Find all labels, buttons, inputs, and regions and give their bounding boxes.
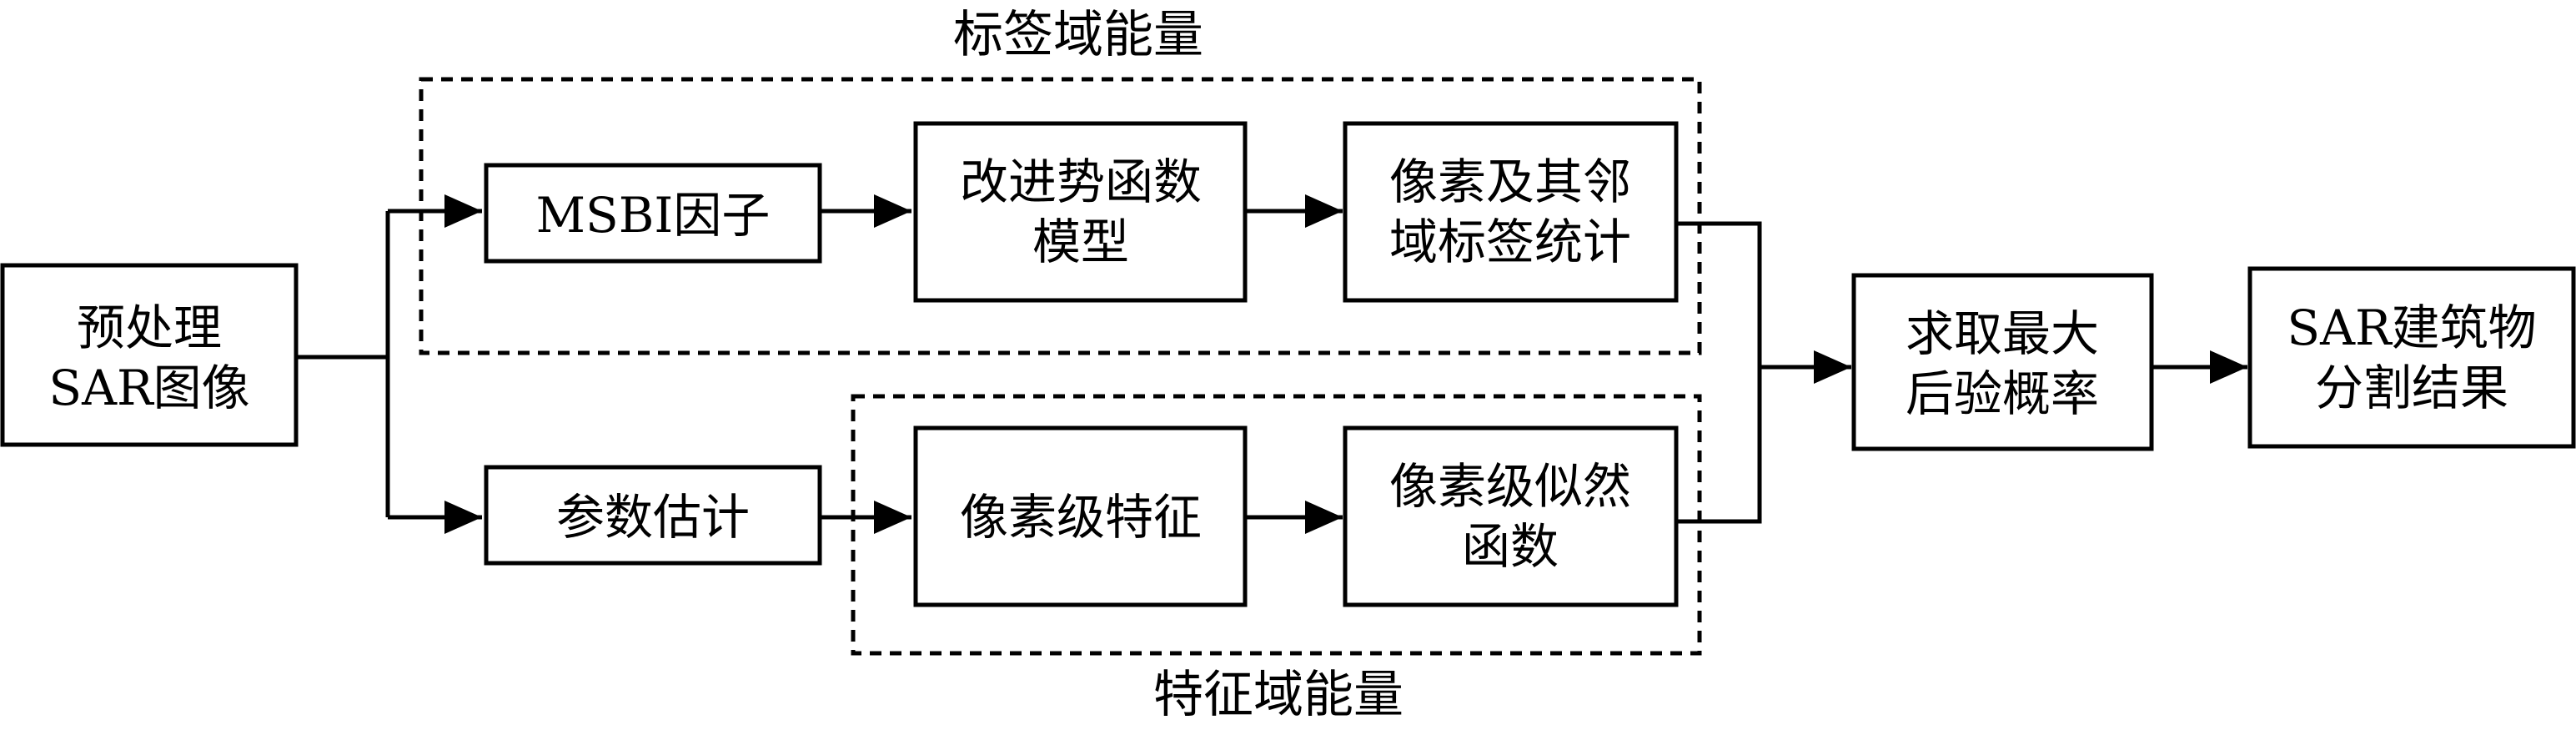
node-neighborhood-stats-line1: 像素及其邻: [1389, 154, 1631, 210]
node-preprocess-line1: 预处理: [77, 300, 222, 356]
node-pixel-features-label: 像素级特征: [960, 489, 1202, 546]
node-neighborhood-stats: 像素及其邻 域标签统计: [1343, 121, 1679, 303]
node-pixel-features: 像素级特征: [913, 425, 1248, 607]
node-likelihood: 像素级似然 函数: [1343, 425, 1679, 607]
node-neighborhood-stats-line2: 域标签统计: [1389, 214, 1631, 270]
label-energy-region: 标签域能量: [419, 6, 1702, 355]
node-likelihood-line2: 函数: [1462, 518, 1559, 575]
node-max-posterior: 求取最大 后验概率: [1851, 273, 2154, 451]
label-energy-title: 标签域能量: [953, 6, 1203, 64]
node-msbi: MSBI因子: [484, 163, 822, 264]
feature-energy-title: 特征域能量: [1153, 666, 1403, 724]
node-result-line1: SAR建筑物: [2287, 300, 2536, 356]
connectors: [296, 194, 2247, 534]
node-improved-potential-line1: 改进势函数: [960, 154, 1202, 210]
node-improved-potential: 改进势函数 模型: [913, 121, 1248, 303]
node-param-estimation-label: 参数估计: [556, 489, 750, 546]
node-result-line2: 分割结果: [2315, 360, 2508, 416]
node-max-posterior-line2: 后验概率: [1906, 365, 2099, 422]
node-likelihood-line1: 像素级似然: [1389, 458, 1631, 515]
node-result: SAR建筑物 分割结果: [2247, 266, 2576, 449]
node-preprocess: 预处理 SAR图像: [0, 263, 299, 447]
node-param-estimation: 参数估计: [484, 465, 822, 566]
node-preprocess-line2: SAR图像: [48, 360, 249, 416]
node-msbi-label: MSBI因子: [536, 187, 771, 244]
feature-energy-region: 特征域能量: [851, 394, 1702, 724]
node-max-posterior-line1: 求取最大: [1906, 305, 2099, 362]
node-improved-potential-line2: 模型: [1032, 214, 1129, 270]
stats-merge-connector: [1676, 221, 1762, 524]
